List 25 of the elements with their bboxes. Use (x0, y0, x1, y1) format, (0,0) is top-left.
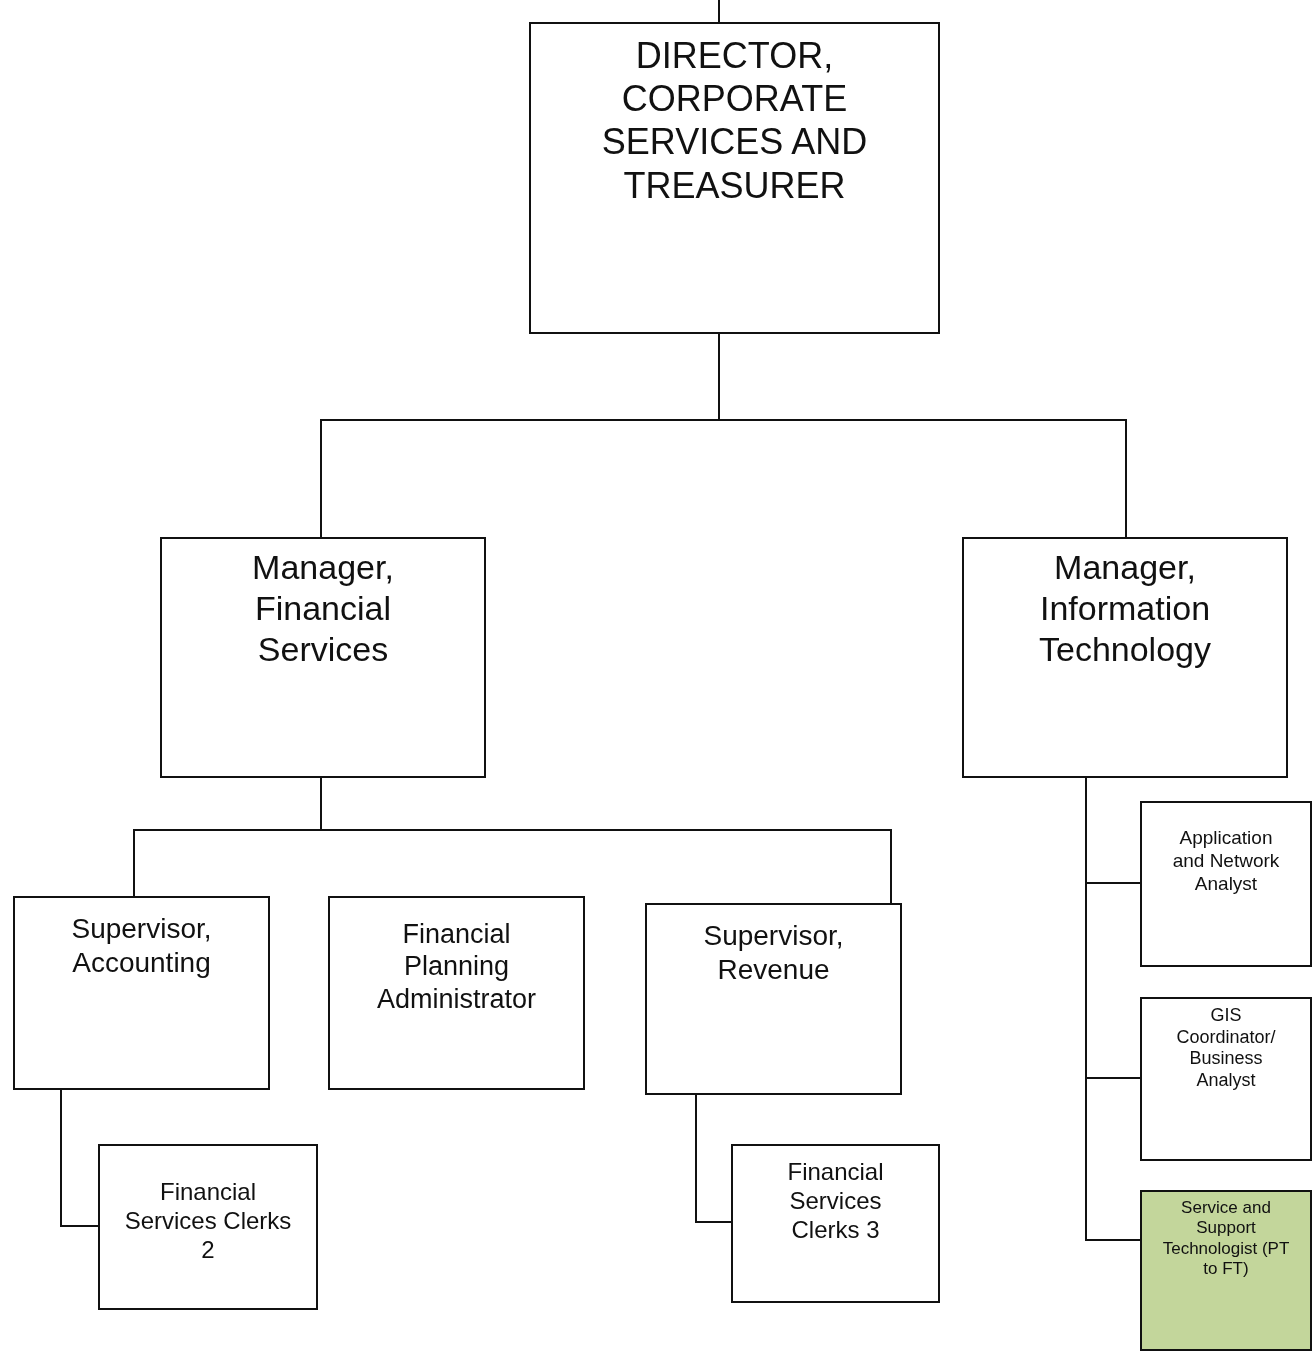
position-title: Financial Services Clerks 2 (124, 1178, 292, 1265)
position-box (1140, 1190, 1312, 1351)
position-title: Service and Support Technologist (PT to FT) (1162, 1198, 1290, 1280)
position-box (1140, 801, 1312, 967)
position-box (1140, 997, 1312, 1161)
connector-line (695, 1094, 732, 1223)
position-box (160, 537, 486, 778)
position-title: Application and Network Analyst (1171, 827, 1281, 896)
position-title: DIRECTOR, CORPORATE SERVICES AND TREASURER (601, 34, 868, 207)
position-title: Financial Services Clerks 3 (786, 1158, 885, 1245)
position-title: GIS Coordinator/ Business Analyst (1175, 1005, 1277, 1092)
position-box (328, 896, 585, 1090)
position-box (13, 896, 270, 1090)
position-title: Supervisor, Revenue (702, 919, 845, 987)
position-title: Financial Planning Administrator (375, 918, 537, 1016)
position-title: Manager, Financial Services (251, 547, 395, 670)
connector-line (60, 1089, 99, 1227)
connector-line (718, 0, 720, 23)
position-box (98, 1144, 318, 1310)
position-title: Manager, Information Technology (1038, 547, 1212, 670)
position-box (962, 537, 1288, 778)
position-box (645, 903, 902, 1095)
position-box (731, 1144, 940, 1303)
position-box (529, 22, 940, 334)
position-title: Supervisor, Accounting (70, 912, 213, 980)
